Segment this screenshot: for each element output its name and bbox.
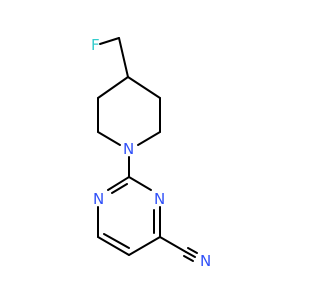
bond-piperidine-c4-c3: [97, 76, 129, 99]
bond-methylene-piperidine-c4: [118, 37, 129, 78]
bond-pyrimidine-c2-n1: [128, 176, 152, 191]
bond-pyrimidine-c4-c5: [97, 236, 130, 256]
bond-piperidine-c5-c4: [127, 76, 161, 99]
bond-pyrimidine-c2-n3: [107, 176, 130, 191]
atom-label-fluorine: F: [91, 36, 100, 54]
bond-nitrile-triple-2: [187, 247, 198, 254]
bond-pyrimidine-c2-n3-inner: [111, 183, 128, 194]
bond-pyrimidine-nitrile-carbon: [159, 236, 187, 253]
atom-labels: F N N N N: [91, 36, 211, 270]
bond-pyrimidine-c5-c6: [128, 236, 161, 256]
atom-label-pyrimidine-nitrogen-left: N: [93, 190, 104, 208]
molecule-structure-diagram: F N N N N: [91, 36, 211, 270]
bond-piperidine-n1-c6: [137, 131, 161, 146]
bond-pyrimidine-c4-c5-inner: [103, 233, 130, 249]
bond-piperidine-c2-n1: [97, 131, 121, 146]
bond-nitrile-triple-1: [185, 251, 196, 258]
bond-fluorine-methylene: [99, 37, 120, 45]
atom-label-nitrile-nitrogen: N: [200, 252, 211, 270]
bonds: [97, 37, 198, 262]
atom-label-piperidine-nitrogen: N: [123, 140, 134, 158]
bond-nitrile-triple-3: [183, 255, 194, 262]
atom-label-pyrimidine-nitrogen-right: N: [154, 190, 165, 208]
